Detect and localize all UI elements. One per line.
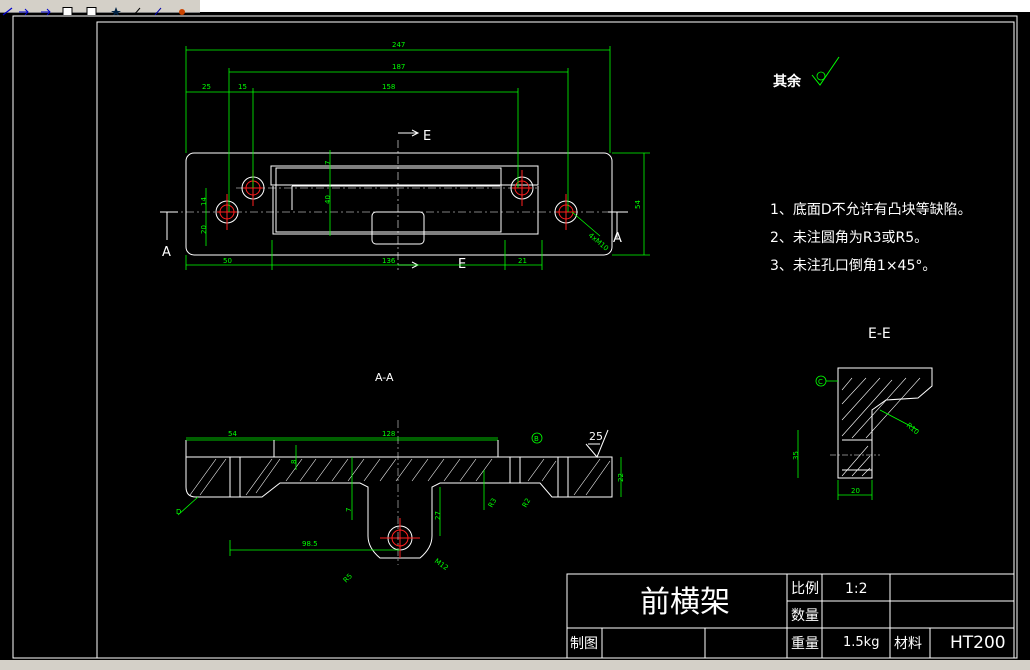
note-1: 1、底面D不允许有凸块等缺陷。 <box>770 201 972 218</box>
aa-dim-8: 8 <box>290 460 298 464</box>
quantity-label: 数量 <box>791 608 819 624</box>
aa-dim-r2: R2 <box>521 497 533 509</box>
weight-label: 重量 <box>791 636 819 652</box>
section-aa-title: A-A <box>375 371 394 384</box>
dim-bottom-right: 21 <box>518 257 527 265</box>
dim-left-hole: 15 <box>238 83 247 91</box>
section-e-bottom-label: E <box>458 257 466 272</box>
datum-c-circle-icon <box>815 375 827 387</box>
surface-finish-prefix: 其余 <box>773 73 802 90</box>
datum-b-circle-icon <box>531 432 543 444</box>
material-label: 材料 <box>894 636 922 652</box>
dim-left-offset: 25 <box>202 83 211 91</box>
aa-dim-r3: R3 <box>487 497 499 509</box>
section-ee-dimensions <box>797 380 919 500</box>
arrow-icon[interactable] <box>40 1 52 16</box>
aa-dim-22: 22 <box>617 473 625 482</box>
section-aa-view <box>185 420 613 565</box>
title-block-grid <box>566 573 1015 659</box>
dim-bottom-left: 50 <box>223 257 232 265</box>
dim-overall: 247 <box>392 41 405 49</box>
dim-height: 54 <box>634 200 642 209</box>
aa-dim-27: 27 <box>434 511 442 520</box>
dim-holes-span: 187 <box>392 63 405 71</box>
note-2: 2、未注圆角为R3或R5。 <box>770 230 928 246</box>
dim-bottom-mid: 136 <box>382 257 396 265</box>
star-icon[interactable] <box>110 1 122 16</box>
sheet-outer-border <box>12 15 1018 659</box>
top-view-dimensions <box>185 46 650 270</box>
datum-d-label: D <box>176 508 181 516</box>
section-a-right-label: A <box>613 231 622 246</box>
datum-c-label: C <box>818 378 823 386</box>
dim-v20: 20 <box>200 225 208 234</box>
aa-dim-r5: R5 <box>342 572 354 584</box>
section-e-top-label: E <box>423 129 431 144</box>
section-ee-view <box>830 367 933 479</box>
dim-inner-span: 158 <box>382 83 395 91</box>
cad-toolbar <box>0 0 200 16</box>
part-name: 前横架 <box>640 585 730 620</box>
ee-dim-r10: R10 <box>905 421 921 436</box>
drawn-label: 制图 <box>570 636 598 652</box>
section-a-left-label: A <box>162 245 171 260</box>
surface-finish-symbol-icon <box>811 56 840 86</box>
status-strip <box>0 660 1030 670</box>
section-aa-dimensions <box>177 429 622 556</box>
top-strip <box>200 0 1030 12</box>
aa-dim-7: 7 <box>345 508 353 512</box>
roughness-25: 25 <box>589 430 603 443</box>
aa-dim-128: 128 <box>382 430 395 438</box>
dim-v40: 40 <box>324 195 332 204</box>
scale-value: 1:2 <box>845 581 868 597</box>
material-value: HT200 <box>950 633 1006 653</box>
surface-finish-circle-icon <box>816 71 826 81</box>
aa-dim-m12: M12 <box>433 557 450 572</box>
dim-v14: 14 <box>200 197 208 206</box>
note-3: 3、未注孔口倒角1×45°。 <box>770 258 936 274</box>
brush-icon[interactable] <box>176 1 188 15</box>
arrow-right-icon[interactable] <box>18 1 30 16</box>
section-ee-title: E-E <box>868 326 891 342</box>
dim-v7: 7 <box>324 161 332 165</box>
aa-dim-98: 98.5 <box>302 540 318 548</box>
ee-dim-35: 35 <box>792 451 800 460</box>
ee-dim-20: 20 <box>851 487 860 495</box>
aa-dim-54: 54 <box>228 430 237 438</box>
datum-b-label: B <box>534 435 539 443</box>
sheet-inner-border <box>96 21 1015 659</box>
top-view <box>160 129 628 270</box>
arrow-line-icon[interactable] <box>2 1 14 16</box>
pointer-icon[interactable] <box>132 1 144 16</box>
scale-label: 比例 <box>791 581 819 597</box>
weight-value: 1.5kg <box>843 635 879 650</box>
pencil-icon[interactable] <box>152 1 164 16</box>
